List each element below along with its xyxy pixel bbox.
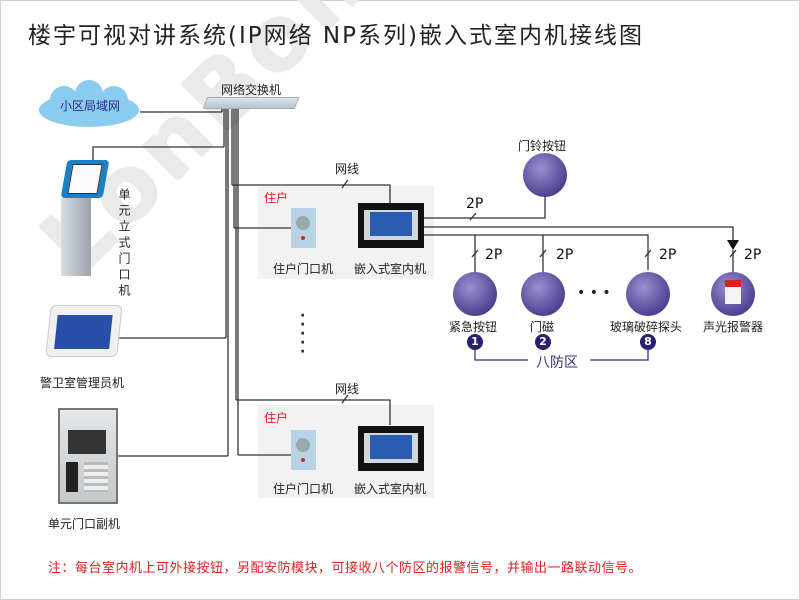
guard-station-label: 警卫室管理员机 (40, 376, 125, 390)
indoor-unit-label-2: 嵌入式室内机 (354, 482, 427, 496)
zone-number-2: 2 (535, 334, 551, 350)
doorbell-label: 门铃按钮 (518, 139, 567, 153)
guard-station-icon (45, 305, 123, 357)
residence-zone-label-2: 住户 (264, 411, 289, 425)
cable-label-1: 网线 (335, 162, 360, 176)
footnote: 注：每台室内机上可外接按钮，另配安防模块，可接收八个防区的报警信号，并输出一路联… (48, 561, 643, 576)
residence-zone-label-1: 住户 (264, 191, 289, 205)
doorbell-wire-label: 2P (466, 196, 484, 212)
doorbell-button-icon (523, 153, 567, 197)
cable-label-2: 网线 (335, 382, 360, 396)
zone-number-1: 1 (467, 334, 483, 350)
alarm-label: 声光报警器 (703, 320, 764, 334)
door-station-label-1: 住户门口机 (273, 262, 334, 276)
zone-group-label: 八防区 (536, 355, 578, 371)
lan-cloud-icon (34, 80, 144, 130)
arrow-output-icon (727, 240, 739, 250)
door-station-icon-2 (291, 430, 316, 470)
indoor-unit-label-1: 嵌入式室内机 (354, 262, 427, 276)
switch-label: 网络交换机 (221, 83, 282, 97)
standing-door-unit-icon (58, 160, 110, 280)
door-station-label-2: 住户门口机 (273, 482, 334, 496)
emergency-button-icon (453, 272, 497, 316)
network-switch-icon (202, 97, 300, 109)
standing-door-unit-label: 单元立式门口机 (117, 188, 131, 300)
secondary-door-unit-label: 单元门口副机 (48, 517, 121, 531)
sensor-label-1: 紧急按钮 (449, 320, 498, 334)
sensor-wire-label-3: 2P (659, 247, 677, 263)
zone-bracket-right (590, 350, 649, 361)
wire-indoor-unit-1 (232, 184, 391, 205)
wire-sensor-bus (424, 234, 649, 270)
door-magnet-icon (521, 272, 565, 316)
glass-break-detector-icon (626, 272, 670, 316)
zone-number-8: 8 (640, 334, 656, 350)
indoor-unit-icon-2 (358, 426, 424, 471)
sensor-label-2: 门磁 (530, 320, 555, 334)
more-residences-ellipsis: ····· (300, 308, 306, 360)
door-station-icon-1 (291, 208, 316, 248)
indoor-unit-icon-1 (358, 203, 424, 248)
lan-label: 小区局域网 (60, 99, 121, 113)
diagram-title: 楼宇可视对讲系统(IP网络 NP系列)嵌入式室内机接线图 (28, 23, 644, 49)
wire-standing-unit (92, 146, 224, 162)
strobe-siren-icon (711, 272, 755, 316)
zone-bracket-left (474, 350, 528, 361)
wire-indoor-unit-2 (236, 399, 391, 425)
wire-alarm (424, 226, 734, 240)
sensor-wire-label-2: 2P (556, 247, 574, 263)
sensor-label-3: 玻璃破碎探头 (610, 320, 683, 334)
alarm-wire-label: 2P (744, 247, 762, 263)
secondary-door-unit-icon (58, 408, 118, 504)
sensor-wire-label-1: 2P (485, 247, 503, 263)
more-sensors-ellipsis: • • • (577, 285, 611, 301)
wire-doorbell (424, 196, 546, 219)
